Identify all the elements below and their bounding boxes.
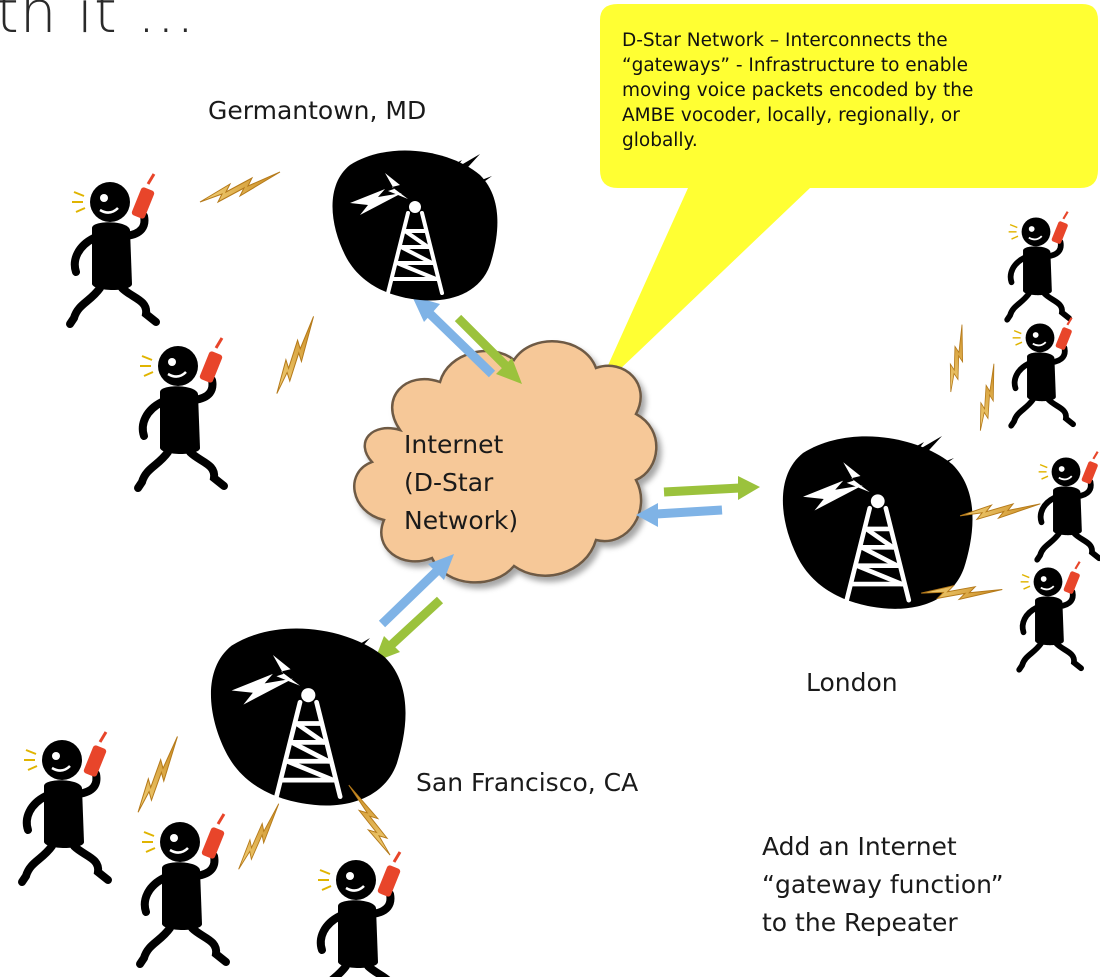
repeater-tower-icon-germantown: [330, 148, 500, 303]
ham-operator-icon: [1011, 318, 1073, 426]
ham-operator-icon: [1019, 562, 1081, 670]
ham-operator-icon: [1037, 452, 1099, 560]
lightning-bolt-icon: [117, 735, 199, 813]
arrow-gateway-germantown: [412, 296, 522, 384]
cloud-label: Internet (D-Star Network): [404, 430, 519, 535]
location-label-germantown: Germantown, MD: [208, 96, 427, 125]
lightning-bolt-icon: [221, 803, 296, 870]
lightning-bolt-icon: [959, 363, 1015, 432]
location-label-london: London: [806, 668, 898, 697]
ham-operator-icon: [138, 338, 224, 488]
lightning-bolt-icon: [255, 315, 335, 395]
slide-title: th it ...: [0, 0, 196, 46]
ham-operator-icon: [316, 852, 402, 977]
location-label-san-francisco: San Francisco, CA: [416, 768, 639, 797]
ham-operator-icon: [140, 814, 226, 964]
lightning-bolt-icon: [929, 324, 984, 393]
ham-operator-icon: [70, 174, 156, 324]
arrow-gateway-sanfrancisco: [374, 554, 454, 662]
lightning-bolt-icon: [199, 171, 281, 203]
callout-text: D-Star Network – Interconnects the “gate…: [622, 30, 974, 151]
repeater-tower-icon-sanfrancisco: [211, 629, 406, 806]
arrow-gateway-london: [636, 476, 760, 527]
ham-operator-icon: [22, 732, 108, 882]
callout-bubble: [596, 4, 1098, 392]
ham-operator-icon: [1007, 212, 1069, 320]
internet-cloud: [353, 340, 658, 584]
footnote-text: Add an Internet “gateway function” to th…: [762, 832, 1004, 937]
